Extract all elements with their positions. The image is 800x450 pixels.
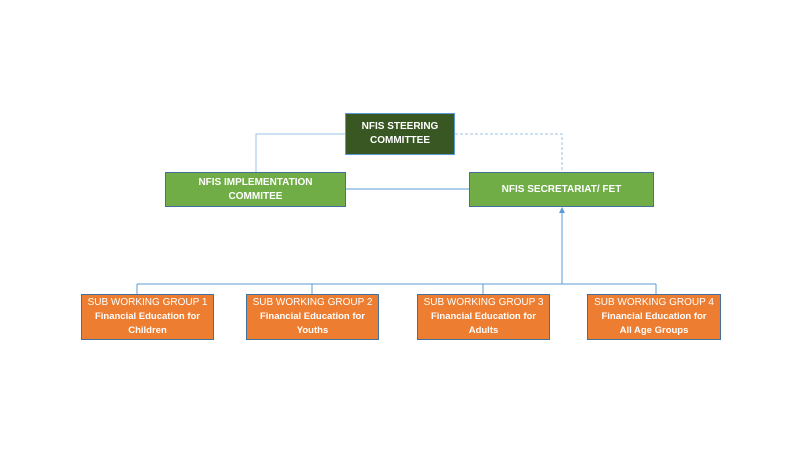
- secretariat-label: NFIS SECRETARIAT/ FET: [501, 183, 622, 195]
- sub-group-line2: Adults: [468, 325, 499, 336]
- sub-group-line1: Financial Education for: [259, 311, 366, 322]
- sub-group-title: SUB WORKING GROUP 4: [594, 297, 714, 308]
- steering-line2: COMMITTEE: [370, 135, 430, 146]
- implementation-line1: NFIS IMPLEMENTATION: [198, 176, 313, 188]
- implementation-committee-box: NFIS IMPLEMENTATION COMMITEE: [165, 172, 346, 207]
- secretariat-box: NFIS SECRETARIAT/ FET: [469, 172, 654, 207]
- steering-committee-box: NFIS STEERING COMMITTEE: [345, 113, 455, 155]
- sub-working-group-1: SUB WORKING GROUP 1 Financial Education …: [81, 294, 214, 340]
- sub-working-group-2: SUB WORKING GROUP 2 Financial Education …: [246, 294, 379, 340]
- sub-group-title: SUB WORKING GROUP 2: [252, 297, 373, 308]
- sub-group-line1: Financial Education for: [601, 311, 707, 322]
- sub-group-line1: Financial Education for: [430, 311, 537, 322]
- implementation-line2: COMMITEE: [228, 190, 283, 202]
- sub-group-line2: Youths: [296, 325, 329, 336]
- sub-group-line2: Children: [128, 325, 167, 336]
- steering-line1: NFIS STEERING: [361, 121, 439, 132]
- sub-group-title: SUB WORKING GROUP 1: [87, 297, 208, 308]
- sub-group-line1: Financial Education for: [94, 311, 201, 322]
- sub-group-line2: All Age Groups: [619, 325, 689, 336]
- sub-working-group-4: SUB WORKING GROUP 4 Financial Education …: [587, 294, 721, 340]
- sub-working-group-3: SUB WORKING GROUP 3 Financial Education …: [417, 294, 550, 340]
- connector-steering-secretariat: [455, 133, 563, 172]
- arrowhead-up: [559, 207, 565, 213]
- connector-steering-implementation: [255, 133, 345, 172]
- sub-group-title: SUB WORKING GROUP 3: [423, 297, 544, 308]
